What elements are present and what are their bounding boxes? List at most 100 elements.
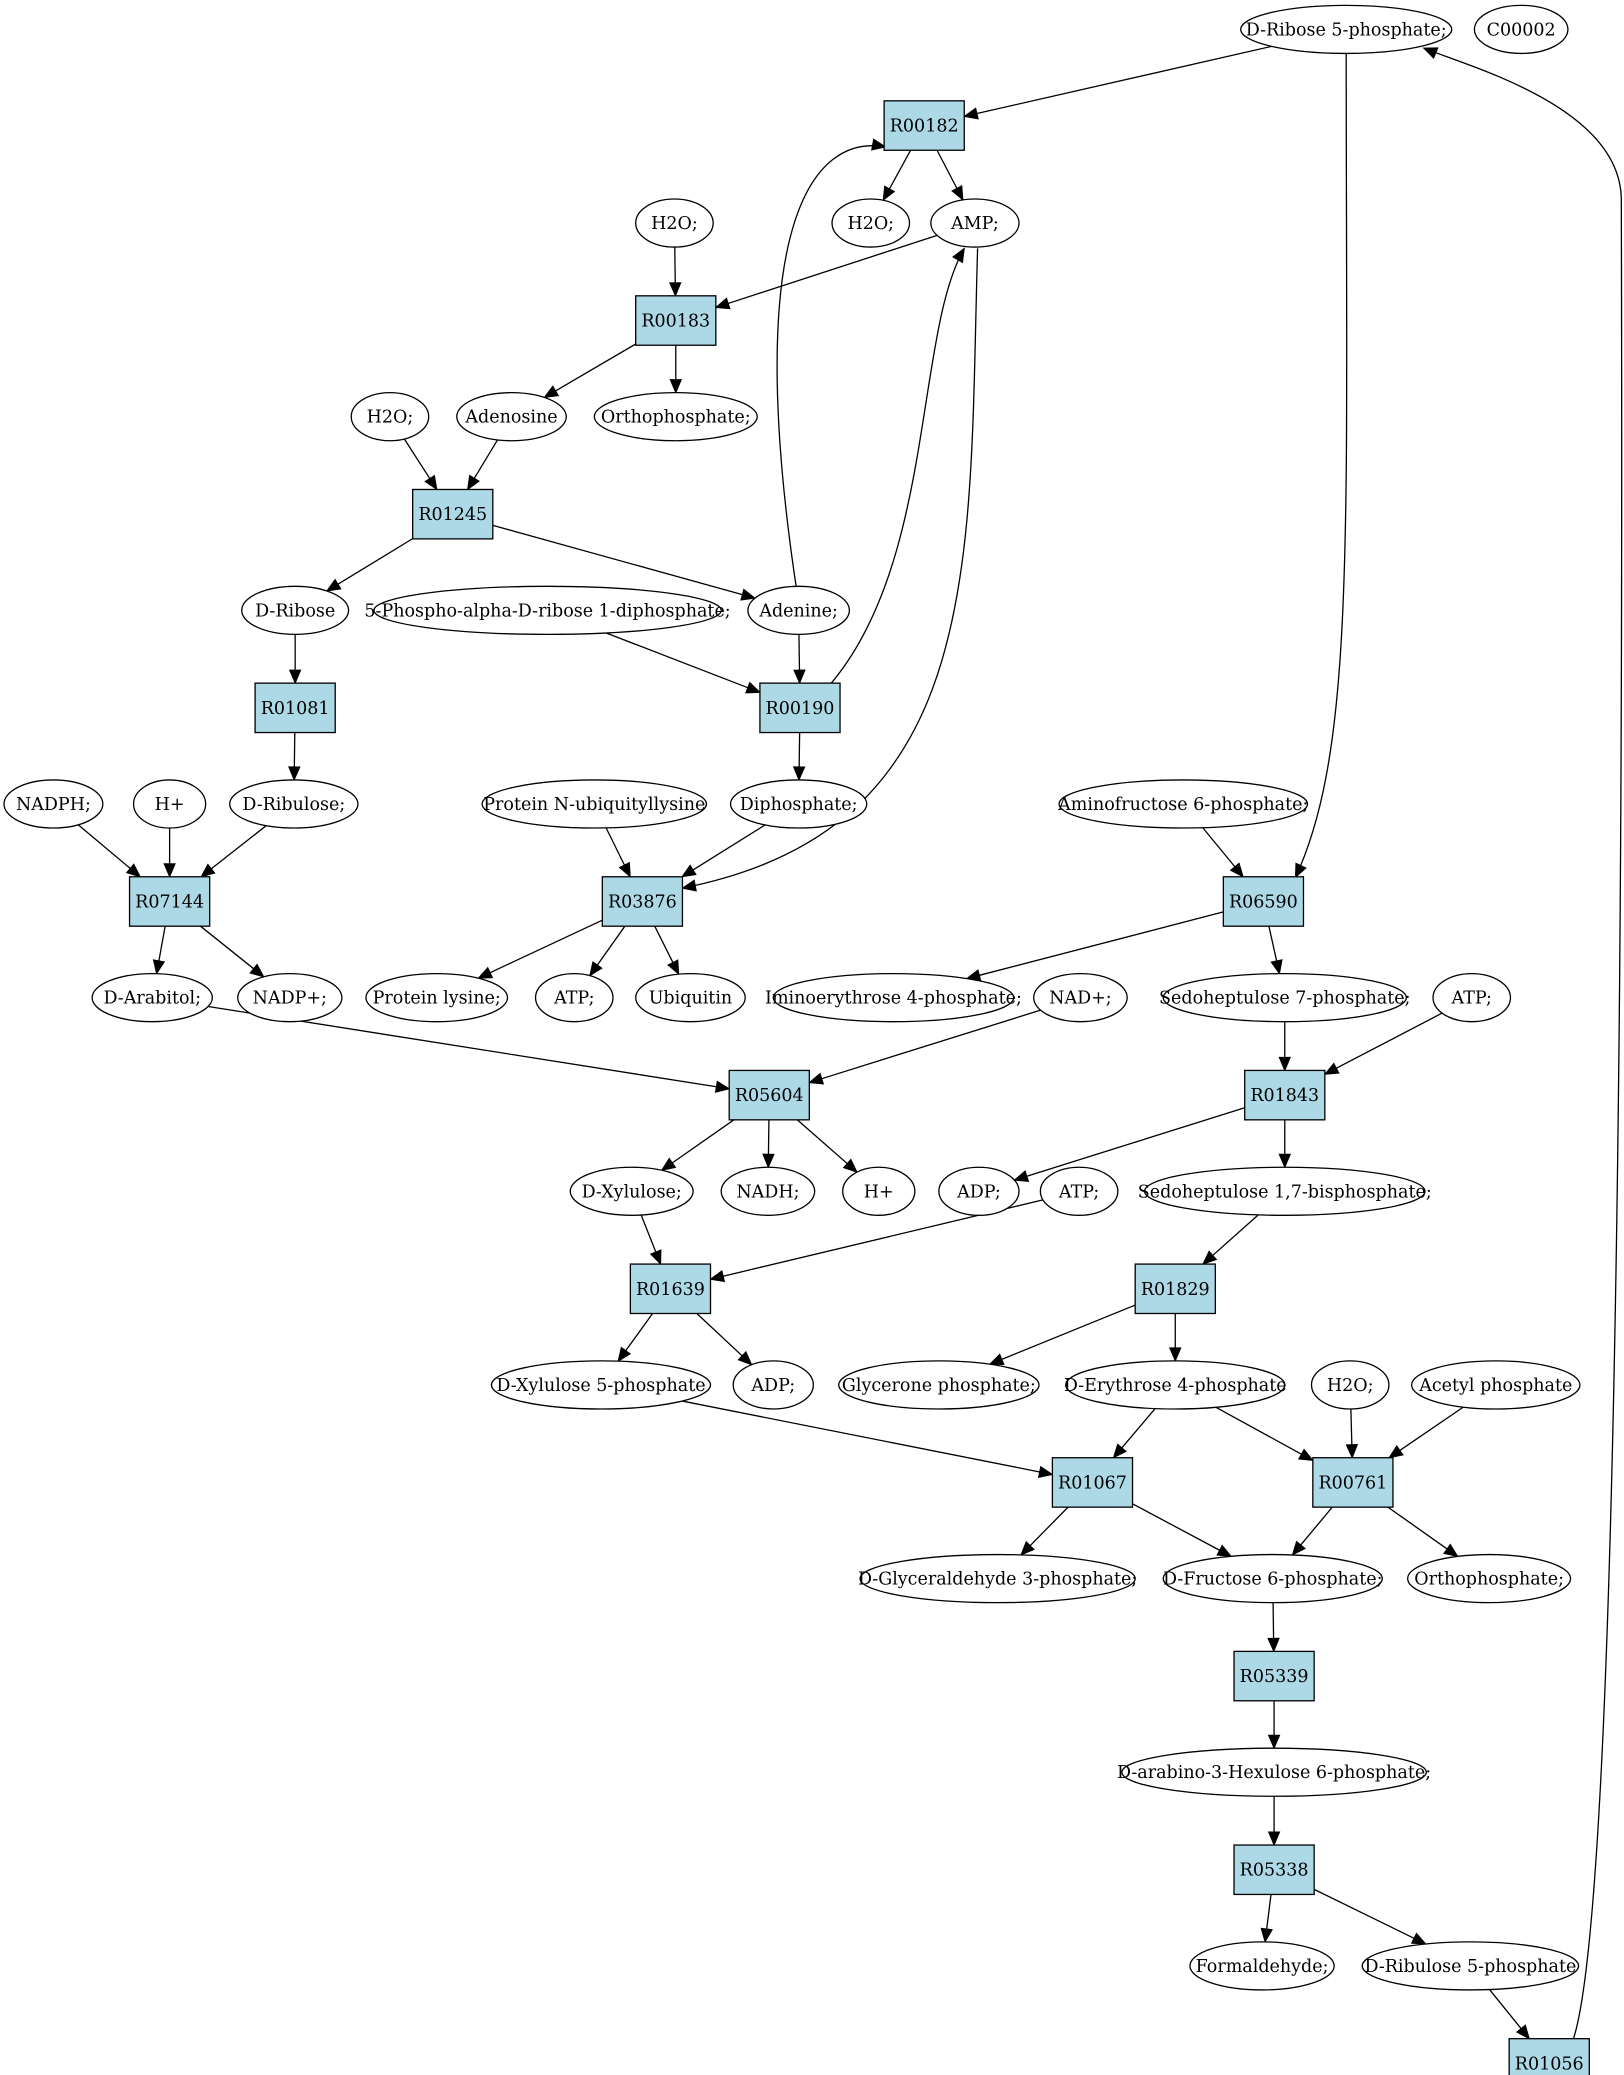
- compound-label: D-Glyceraldehyde 3-phosphate;: [858, 1570, 1137, 1590]
- compound-node[interactable]: C00002: [1473, 4, 1569, 55]
- reaction-node[interactable]: R05338: [1233, 1844, 1315, 1896]
- compound-node[interactable]: Aminofructose 6-phosphate;: [1057, 779, 1308, 829]
- compound-node[interactable]: ADP;: [732, 1360, 814, 1410]
- compound-node[interactable]: D-Xylulose 5-phosphate: [490, 1360, 712, 1410]
- reaction-label: R01829: [1141, 1280, 1210, 1300]
- compound-ellipse: [838, 1360, 1040, 1410]
- edge-arrowhead: [1260, 1927, 1273, 1944]
- reaction-node[interactable]: R01067: [1051, 1457, 1134, 1508]
- edge-arrowhead: [1278, 1153, 1292, 1169]
- compound-node[interactable]: H2O;: [831, 198, 911, 248]
- edge-arrowhead: [288, 766, 301, 782]
- reaction-node[interactable]: R01245: [412, 488, 494, 540]
- edge-arrowhead: [660, 1157, 677, 1172]
- edge-arrowhead: [1020, 1540, 1035, 1556]
- reaction-node[interactable]: R01829: [1134, 1263, 1216, 1315]
- reaction-node[interactable]: R05339: [1233, 1650, 1315, 1702]
- compound-node[interactable]: ATP;: [1432, 972, 1512, 1023]
- reaction-node[interactable]: R00182: [883, 100, 965, 151]
- compound-node[interactable]: D-Erythrose 4-phosphate: [1064, 1360, 1287, 1410]
- reaction-node[interactable]: R00183: [635, 295, 717, 346]
- reaction-node[interactable]: R00190: [759, 682, 841, 734]
- compound-node[interactable]: Glycerone phosphate;: [838, 1360, 1040, 1410]
- compound-node[interactable]: AMP;: [930, 198, 1020, 248]
- compound-node[interactable]: Adenosine: [456, 391, 567, 442]
- compound-node[interactable]: D-Glyceraldehyde 3-phosphate;: [858, 1553, 1137, 1604]
- reaction-box: [1134, 1263, 1216, 1315]
- reaction-node[interactable]: R03876: [601, 876, 684, 927]
- edge-arrowhead: [951, 185, 964, 202]
- compound-node[interactable]: Adenine;: [747, 585, 851, 636]
- compound-label: AMP;: [950, 214, 999, 234]
- compound-ellipse: [635, 198, 714, 248]
- edge-arrowhead: [792, 766, 806, 782]
- compound-node[interactable]: D-Ribose 5-phosphate;: [1240, 4, 1453, 55]
- reaction-node[interactable]: R05604: [728, 1069, 810, 1121]
- compound-node[interactable]: D-Ribulose 5-phosphate: [1361, 1941, 1580, 1991]
- compound-node[interactable]: Ubiquitin: [635, 972, 746, 1023]
- compound-node[interactable]: H+: [842, 1166, 916, 1216]
- compound-label: Sedoheptulose 1,7-bisphosphate;: [1138, 1182, 1432, 1202]
- compound-node[interactable]: H2O;: [1310, 1360, 1390, 1410]
- reaction-node[interactable]: R01843: [1244, 1069, 1326, 1121]
- reaction-box: [412, 488, 494, 540]
- edge-acetylp-to-R00761: [1399, 1406, 1464, 1451]
- compound-node[interactable]: Diphosphate;: [729, 779, 868, 829]
- reaction-node[interactable]: R07144: [128, 876, 211, 927]
- compound-node[interactable]: Protein lysine;: [365, 972, 509, 1023]
- compound-ellipse: [1411, 1360, 1581, 1410]
- compound-node[interactable]: Iminoerythrose 4-phosphate;: [765, 972, 1022, 1023]
- compound-node[interactable]: D-Arabitol;: [91, 972, 213, 1023]
- compound-ellipse: [1310, 1360, 1390, 1410]
- edge-arrowhead: [668, 282, 682, 298]
- compound-node[interactable]: Formaldehyde;: [1189, 1941, 1335, 1991]
- compound-node[interactable]: ADP;: [938, 1166, 1020, 1216]
- compound-ellipse: [859, 1553, 1136, 1604]
- edge-R05338-to-formald: [1266, 1894, 1272, 1930]
- reaction-node[interactable]: R06590: [1222, 876, 1305, 927]
- compound-node[interactable]: Protein N-ubiquityllysine: [481, 779, 708, 829]
- reaction-node[interactable]: R01056: [1508, 2038, 1590, 2075]
- compound-node[interactable]: D-Xylulose;: [569, 1166, 694, 1216]
- compound-label: Diphosphate;: [740, 795, 858, 815]
- edge-arrowhead: [1169, 1347, 1182, 1363]
- compound-node[interactable]: ATP;: [534, 972, 614, 1023]
- edge-R01245-to-dribose: [337, 538, 414, 585]
- reaction-node[interactable]: R00761: [1312, 1457, 1394, 1508]
- compound-node[interactable]: Orthophosphate;: [1406, 1553, 1572, 1604]
- compound-node[interactable]: Acetyl phosphate: [1411, 1360, 1581, 1410]
- compound-node[interactable]: NADP+;: [237, 972, 343, 1023]
- compound-ellipse: [772, 972, 1015, 1023]
- compound-node[interactable]: H2O;: [350, 391, 430, 442]
- reaction-box: [1051, 1457, 1134, 1508]
- compound-label: D-arabino-3-Hexulose 6-phosphate;: [1117, 1763, 1431, 1783]
- compound-node[interactable]: Sedoheptulose 7-phosphate;: [1159, 972, 1411, 1023]
- compound-label: ADP;: [956, 1182, 1001, 1202]
- compound-node[interactable]: H2O;: [635, 198, 714, 248]
- compound-node[interactable]: D-Fructose 6-phosphate;: [1162, 1553, 1383, 1604]
- reaction-node[interactable]: R01081: [254, 682, 336, 734]
- compound-node[interactable]: Orthophosphate;: [593, 391, 758, 442]
- compound-node[interactable]: NADH;: [720, 1166, 816, 1216]
- compound-ellipse: [729, 779, 868, 829]
- reaction-label: R01056: [1515, 2054, 1584, 2074]
- compound-ellipse: [720, 1166, 816, 1216]
- compound-node[interactable]: D-Ribose: [241, 585, 350, 636]
- compound-node[interactable]: NAD+;: [1033, 972, 1128, 1023]
- compound-node[interactable]: D-Ribulose;: [229, 779, 359, 829]
- edge-layer: [77, 45, 1623, 2040]
- compound-node[interactable]: Sedoheptulose 1,7-bisphosphate;: [1138, 1166, 1432, 1216]
- compound-label: H2O;: [847, 214, 894, 234]
- compound-node[interactable]: NADPH;: [3, 779, 104, 829]
- compound-node[interactable]: 5-Phospho-alpha-D-ribose 1-diphosphate;: [364, 585, 731, 636]
- edge-arrowhead: [589, 961, 603, 977]
- compound-ellipse: [490, 1360, 712, 1410]
- reaction-node[interactable]: R01639: [629, 1263, 712, 1315]
- compound-label: D-Erythrose 4-phosphate: [1064, 1376, 1287, 1396]
- compound-label: D-Arabitol;: [103, 989, 201, 1009]
- compound-node[interactable]: ATP;: [1039, 1166, 1119, 1216]
- compound-node[interactable]: H+: [132, 779, 207, 829]
- edge-arrowhead: [1323, 1062, 1340, 1075]
- compound-node[interactable]: D-arabino-3-Hexulose 6-phosphate;: [1117, 1747, 1431, 1797]
